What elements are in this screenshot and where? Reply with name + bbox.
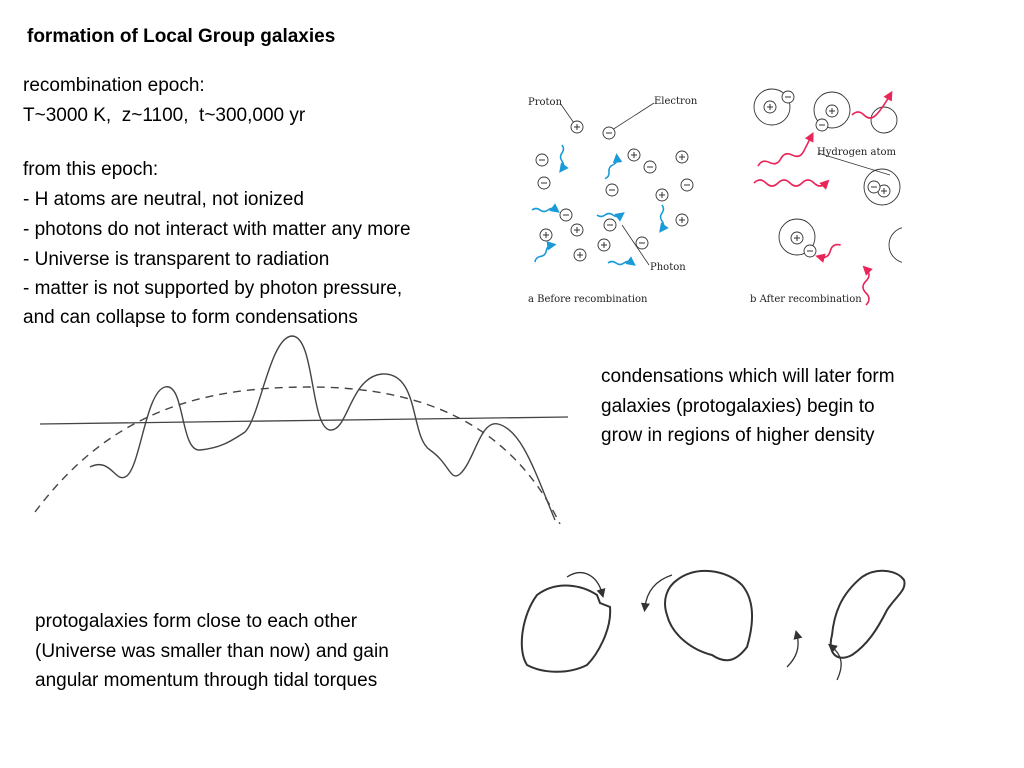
tidal-torque-figure: [520, 569, 906, 681]
effect-item: - Universe is transparent to radiation: [23, 249, 330, 270]
proton-label: Proton: [528, 97, 563, 108]
recombination-epoch-values: T~3000 K, z~1100, t~300,000 yr: [23, 105, 306, 126]
hydrogen-atoms: [753, 88, 902, 263]
effect-item: and can collapse to form condensations: [23, 307, 358, 328]
protogalaxy-shape: [664, 569, 753, 662]
slide-title: formation of Local Group galaxies: [27, 26, 336, 47]
protogalaxy-shape: [520, 584, 612, 673]
density-fluctuation-figure: [34, 335, 569, 525]
protogalaxies-note-line: (Universe was smaller than now) and gain: [35, 641, 389, 662]
mean-density-line: [39, 416, 569, 425]
density-perturbation: [89, 335, 556, 521]
caption-before: a Before recombination: [528, 294, 648, 305]
condensations-note-line: grow in regions of higher density: [601, 425, 875, 446]
photon-label: Photon: [650, 262, 686, 273]
effect-item: - H atoms are neutral, not ionized: [23, 189, 304, 210]
effects-heading: from this epoch:: [23, 159, 159, 180]
rotation-arrows: [566, 572, 842, 681]
protogalaxies-note-line: protogalaxies form close to each other: [35, 611, 358, 632]
protogalaxy-shape: [829, 569, 906, 659]
effect-item: - matter is not supported by photon pres…: [23, 278, 403, 299]
protogalaxies-note-line: angular momentum through tidal torques: [35, 670, 378, 691]
recombination-figure: Proton Electron Photon a Before recombin…: [528, 88, 902, 306]
photons-after: [753, 90, 893, 306]
effect-item: - photons do not interact with matter an…: [23, 219, 411, 240]
caption-after: b After recombination: [750, 294, 862, 305]
photons-before: [531, 144, 669, 266]
free-particles: [535, 120, 694, 262]
condensations-note-line: condensations which will later form: [601, 366, 895, 387]
electron-label: Electron: [654, 96, 698, 107]
recombination-epoch-label: recombination epoch:: [23, 75, 205, 96]
large-scale-wave: [34, 386, 561, 525]
condensations-note-line: galaxies (protogalaxies) begin to: [601, 396, 875, 417]
hydrogen-atom-label: Hydrogen atom: [817, 147, 897, 158]
